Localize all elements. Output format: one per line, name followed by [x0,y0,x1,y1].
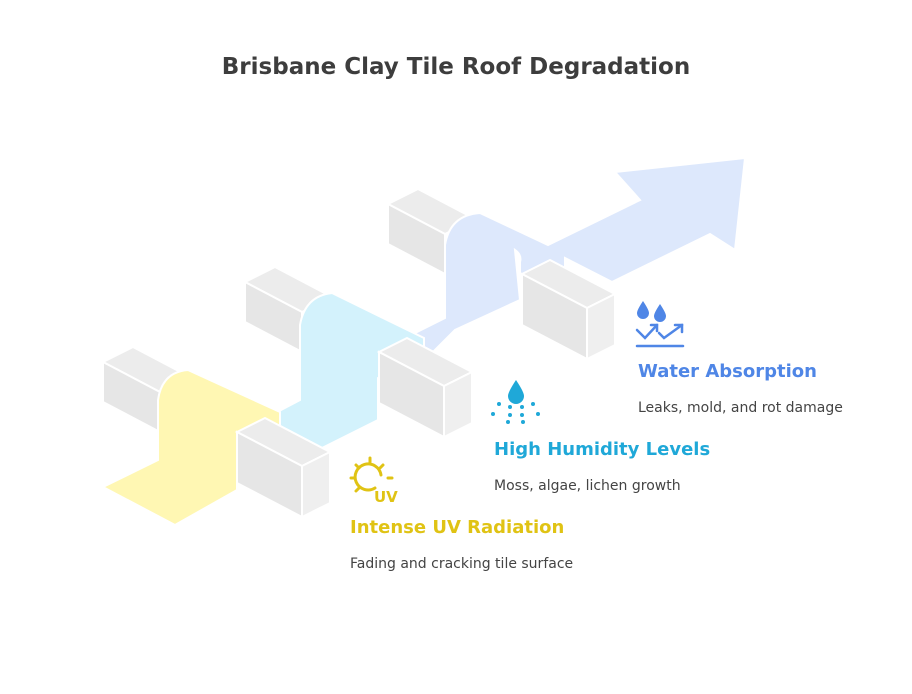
stage-desc-uv: Fading and cracking tile surface [350,556,574,572]
stage-label-uv: Intense UV Radiation [350,517,565,538]
stage-label-humidity: High Humidity Levels [494,439,711,460]
water-spray-icon [491,380,540,424]
ribbon-arrow-water [403,156,747,357]
stage-label-water: Water Absorption [638,361,817,382]
stage-desc-humidity: Moss, algae, lichen growth [494,478,681,494]
sun-uv-icon [349,456,394,493]
uv-text: UV [374,488,398,506]
water-absorb-icon [635,301,685,348]
stage-desc-water: Leaks, mold, and rot damage [638,400,843,416]
diagram-title: Brisbane Clay Tile Roof Degradation [221,54,691,80]
